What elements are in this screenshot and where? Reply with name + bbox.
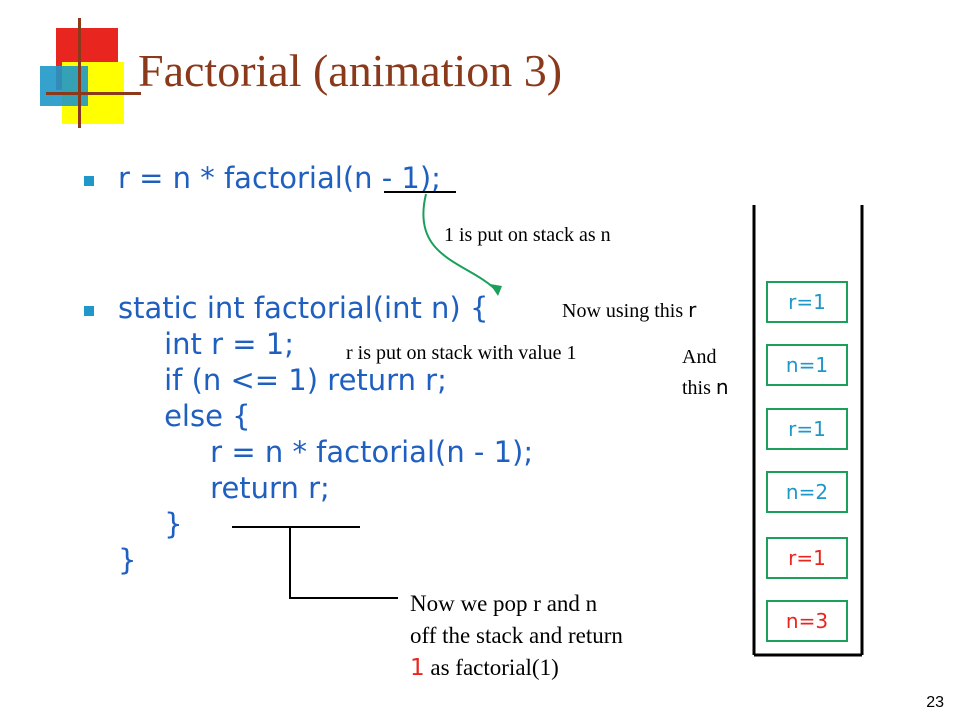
note-pop-line2: off the stack and return xyxy=(410,623,623,648)
code-line-recursive-call: r = n * factorial(n - 1); xyxy=(118,161,441,195)
slide-number: 23 xyxy=(926,694,944,711)
note-r-put-on-stack: r is put on stack with value 1 xyxy=(346,342,577,364)
green-arrow-curve xyxy=(422,193,499,293)
note-and-this-n: And this n xyxy=(682,342,729,403)
connector-to-pop-note xyxy=(289,527,398,599)
bullet-marker xyxy=(84,176,94,186)
code-line: static int factorial(int n) { xyxy=(118,291,489,325)
code-line: if (n <= 1) return r; xyxy=(118,363,447,397)
code-line: return r; xyxy=(118,471,330,505)
note-var-r: r xyxy=(688,298,697,322)
code-line: } xyxy=(118,543,137,577)
note-and-line2: this n xyxy=(682,372,729,403)
code-line: } xyxy=(118,507,183,541)
note-put-on-stack: 1 is put on stack as n xyxy=(444,224,611,246)
note-and-line1: And xyxy=(682,346,717,368)
bullet-marker xyxy=(84,306,94,316)
stack-frame-r: r=1 xyxy=(766,537,848,579)
stack-frame-r: r=1 xyxy=(766,408,848,450)
note-return-value: 1 xyxy=(410,655,425,681)
note-pop-and-return: Now we pop r and n off the stack and ret… xyxy=(410,588,623,684)
note-now-using-text: Now using this xyxy=(562,300,689,322)
code-line: int r = 1; xyxy=(118,327,294,361)
stack-frame-n: n=2 xyxy=(766,471,848,513)
note-pop-line3: 1 as factorial(1) xyxy=(410,652,623,684)
code-block: static int factorial(int n) { int r = 1;… xyxy=(118,290,533,578)
note-var-n: n xyxy=(715,375,729,399)
stack-frame-n: n=3 xyxy=(766,600,848,642)
stack-frame-r: r=1 xyxy=(766,281,848,323)
note-pop-line1: Now we pop r and n xyxy=(410,591,598,616)
code-line: else { xyxy=(118,399,251,433)
note-pop-line3-rest: as factorial(1) xyxy=(424,655,559,680)
stack-frame-n: n=1 xyxy=(766,344,848,386)
green-arrow-head xyxy=(490,284,502,296)
note-and-prefix: this xyxy=(682,377,716,399)
logo-vertical-line xyxy=(78,18,81,128)
logo-horizontal-line xyxy=(46,92,141,95)
code-line: r = n * factorial(n - 1); xyxy=(118,435,534,469)
slide-title: Factorial (animation 3) xyxy=(138,45,563,96)
note-now-using-r: Now using this r xyxy=(562,298,696,323)
